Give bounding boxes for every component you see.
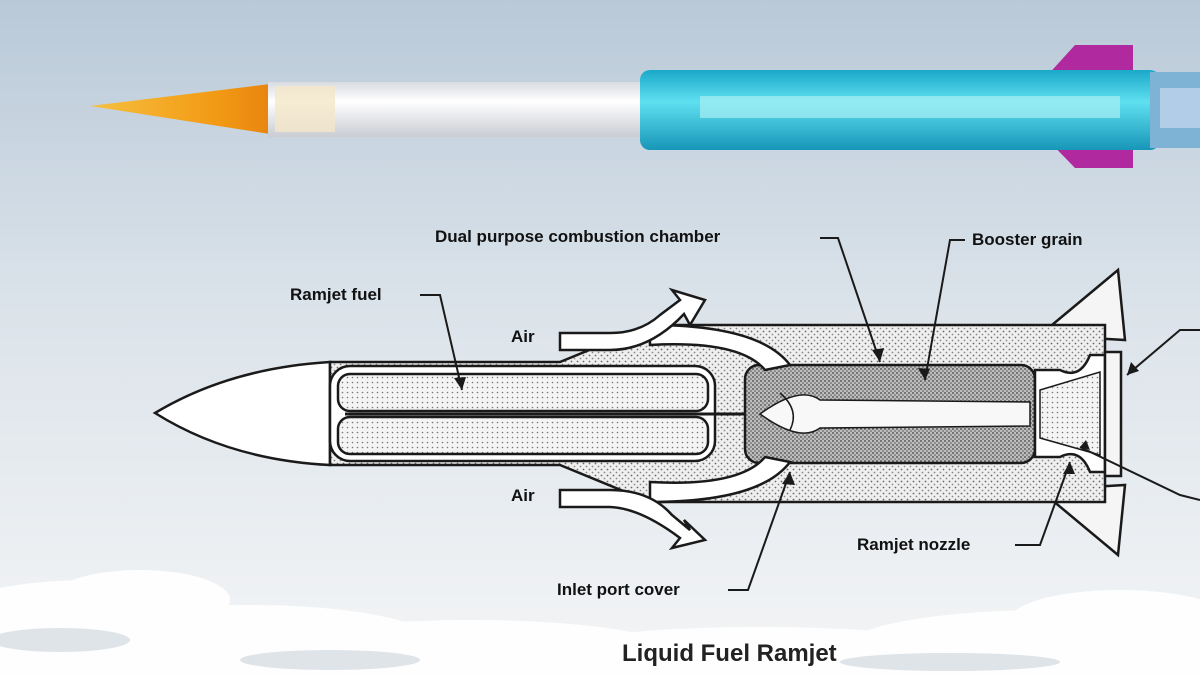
leader-lines xyxy=(420,237,1200,591)
label-ramjet-fuel: Ramjet fuel xyxy=(290,285,382,304)
upper-air-arrow xyxy=(558,287,707,352)
missile-nose-cone xyxy=(90,84,270,134)
lower-air-arrow xyxy=(558,488,708,551)
nozzle-exit-ring xyxy=(1103,350,1123,478)
missile-illustration xyxy=(90,45,1200,168)
label-air-bottom: Air xyxy=(511,486,535,505)
leader-ramjet-fuel xyxy=(420,294,463,391)
label-air-top: Air xyxy=(511,327,535,346)
air-flow-arrows xyxy=(558,287,708,551)
ramjet-cutaway xyxy=(152,267,1127,558)
fuel-tank-upper xyxy=(336,372,710,413)
label-booster-grain: Booster grain xyxy=(972,230,1083,249)
upper-inlet-port-cover xyxy=(648,323,793,372)
fuel-tank-lower xyxy=(336,415,710,456)
leader-arrowheads xyxy=(454,348,1139,485)
label-inlet-port-cover: Inlet port cover xyxy=(557,580,680,599)
leader-booster-grain xyxy=(924,239,965,381)
cloud-shadow xyxy=(0,628,1060,671)
leader-right-upper xyxy=(1126,329,1200,376)
leader-ramjet-nozzle xyxy=(1015,461,1071,546)
leader-inlet-port-cover xyxy=(728,471,791,591)
label-ramjet-nozzle: Ramjet nozzle xyxy=(857,535,971,554)
leader-right-lower xyxy=(1079,446,1200,501)
leader-combustion-chamber xyxy=(820,237,881,363)
label-dual-purpose-combustion-chamber: Dual purpose combustion chamber xyxy=(435,227,721,246)
diagram-caption: Liquid Fuel Ramjet xyxy=(622,640,837,667)
lower-inlet-port-cover xyxy=(648,455,793,504)
cloud-layer xyxy=(0,570,1200,680)
